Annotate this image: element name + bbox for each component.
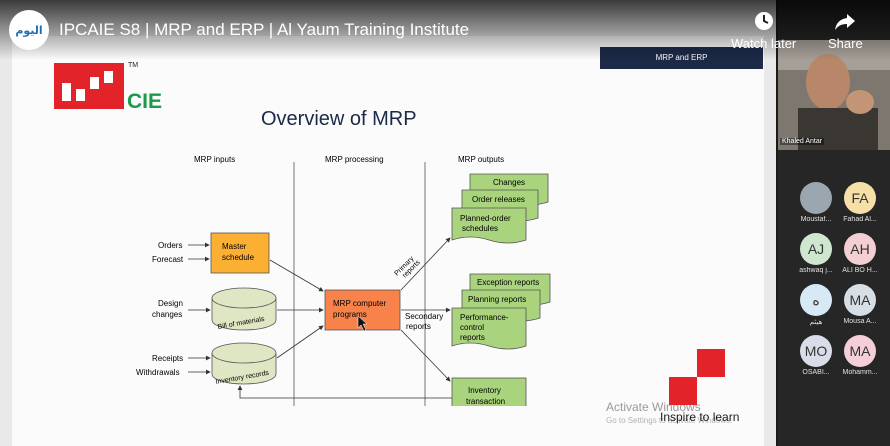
inventory-records-disk [211,342,277,385]
input-orders: Orders [158,241,182,250]
cie-logo [54,63,124,109]
avatar-initials: ه [812,291,820,308]
input-changes: changes [152,310,182,319]
share-arrow-icon [828,10,863,32]
logo-text: CIE [127,90,163,113]
logo-trademark: TM [128,62,139,69]
avatar-initials: MA [849,292,871,308]
col-header-outputs: MRP outputs [458,155,504,164]
secondary-output-stack [451,273,551,350]
mrp-diagram: MRP inputs MRP processing MRP outputs Or… [136,155,551,406]
input-withdrawals: Withdrawals [136,368,180,377]
participant-tile[interactable]: Moustaf... [789,182,843,236]
video-top-overlay [0,0,890,60]
inventory-transaction-label: Inventory [468,386,501,395]
participant-name: Fahad Al... [843,216,877,223]
share-label: Share [828,36,863,51]
avatar-initials: AH [850,241,870,257]
avatar: FA [844,182,876,214]
output-exception-reports: Exception reports [477,278,539,287]
slide-canvas [12,36,764,446]
inventory-transaction-box [451,377,527,406]
input-forecast: Forecast [152,255,184,264]
brand-square [669,377,697,405]
output-changes: Changes [493,178,525,187]
avatar-initials: MO [804,343,828,359]
video-title[interactable]: IPCAIE S8 | MRP and ERP | Al Yaum Traini… [59,20,470,39]
mrp-programs-label: MRP computer [333,299,387,308]
mouse-cursor-icon [357,315,368,332]
slide-title: Overview of MRP [261,108,417,130]
secondary-reports-label: Secondary [405,312,443,321]
clock-icon [731,10,796,32]
channel-logo-text: اليوم [15,23,43,37]
activate-windows-subtext: Go to Settings to activate Windows. [606,416,733,425]
avatar: ه [800,284,832,316]
participant-tile[interactable]: AH ALI BO H... [833,233,887,287]
secondary-reports-label: reports [406,322,431,331]
avatar-initials: MA [849,343,871,359]
share-button[interactable]: Share [828,10,863,51]
master-schedule-box [210,232,270,274]
participant-tile[interactable]: MA Mohamm... [833,335,887,389]
participant-name: ALI BO H... [842,267,878,274]
output-performance: control [460,323,484,332]
bill-of-materials-disk [211,287,277,331]
avatar-initials: FA [851,190,869,206]
output-performance: Performance- [460,313,509,322]
output-performance: reports [460,333,485,342]
avatar: MA [844,284,876,316]
avatar: AH [844,233,876,265]
inventory-transaction-label: transaction [466,397,505,406]
input-design: Design [158,299,183,308]
channel-logo[interactable]: اليوم [9,10,49,50]
input-receipts: Receipts [152,354,183,363]
brand-tagline: Inspire to learn [660,410,740,424]
avatar [800,182,832,214]
output-planned-order: schedules [462,224,498,233]
watch-later-label: Watch later [731,36,797,51]
output-planned-order: Planned-order [460,214,511,223]
participant-tile[interactable]: MA Mousa A... [833,284,887,338]
mrp-programs-label: programs [333,310,367,319]
watch-later-button[interactable]: Watch later [731,10,796,51]
col-header-inputs: MRP inputs [194,155,235,164]
slide-area [0,0,776,446]
participant-name: Mohamm... [842,369,878,376]
master-schedule-label: schedule [222,253,255,262]
avatar-initials: AJ [807,241,825,257]
avatar: MA [844,335,876,367]
participant-tile[interactable]: FA Fahad Al... [833,182,887,236]
master-schedule-label: Master [222,242,247,251]
primary-output-stack [451,173,549,244]
speaker-name: Khaled Antar [780,138,825,145]
brand-square [697,349,725,377]
output-order-releases: Order releases [472,195,525,204]
avatar: MO [800,335,832,367]
participant-name: Mousa A... [843,318,877,325]
output-planning-reports: Planning reports [468,295,526,304]
col-header-processing: MRP processing [325,155,384,164]
avatar: AJ [800,233,832,265]
